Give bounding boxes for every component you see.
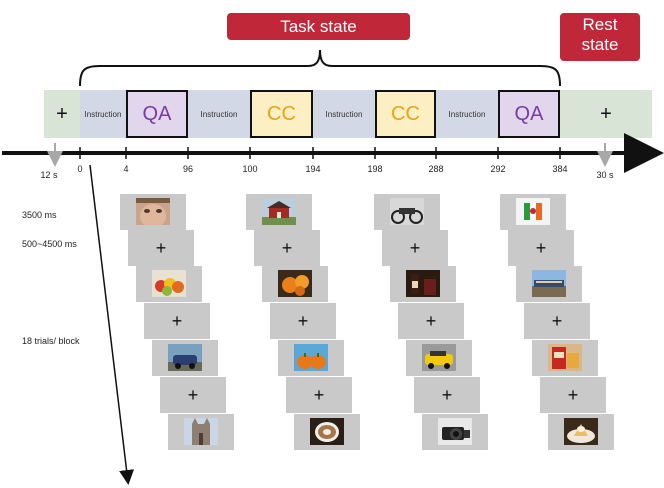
- fixation-card: +: [254, 230, 320, 266]
- stimulus-card: [120, 194, 186, 230]
- fixation-card: +: [128, 230, 194, 266]
- fixation-card: +: [524, 303, 590, 339]
- block-label: +: [56, 102, 68, 125]
- block-fix-0: +: [44, 90, 80, 138]
- rest-label-line1: Rest: [582, 15, 618, 34]
- fixation-card: +: [382, 230, 448, 266]
- fixation-cross: +: [187, 384, 199, 405]
- fixation-cross: +: [551, 310, 563, 331]
- fixation-cross: +: [281, 237, 293, 258]
- tick-label: 198: [367, 164, 383, 174]
- stimulus-card: [516, 266, 582, 302]
- stim-duration-label: 3500 ms: [22, 210, 57, 220]
- tick-label: 96: [182, 164, 193, 174]
- fixation-cross: +: [409, 237, 421, 258]
- block-label: Instruction: [84, 109, 122, 119]
- block-qa-8: QA: [498, 90, 560, 138]
- tick-label: 194: [305, 164, 321, 174]
- fixation-cross: +: [171, 310, 183, 331]
- block-label: Instruction: [200, 109, 238, 119]
- isi-label: 500~4500 ms: [22, 239, 77, 249]
- stimulus-card: [168, 414, 234, 450]
- snack-photo: [548, 344, 582, 371]
- stimulus-card: [136, 266, 202, 302]
- tick-label: 0: [77, 164, 83, 174]
- block-label: QA: [142, 102, 172, 125]
- wine-photo: [406, 270, 440, 297]
- stimulus-card: [278, 340, 344, 376]
- block-instr-3: Instruction: [188, 90, 250, 138]
- latte-photo: [310, 418, 344, 445]
- rest-label-line2: state: [581, 34, 619, 54]
- block-label: Instruction: [448, 109, 486, 119]
- fruit-photo: [152, 270, 186, 297]
- block-instr-5: Instruction: [313, 90, 375, 138]
- block-label: CC: [391, 102, 420, 125]
- fixation-card: +: [160, 377, 226, 413]
- stimulus-card: [500, 194, 566, 230]
- train-photo: [532, 270, 566, 297]
- stimulus-card: [246, 194, 312, 230]
- fixation-card: +: [398, 303, 464, 339]
- stimulus-card: [422, 414, 488, 450]
- tick-label: 12 s: [40, 170, 58, 180]
- car-photo: [168, 344, 202, 371]
- stimulus-card: [406, 340, 472, 376]
- tick-label: 288: [428, 164, 444, 174]
- stimulus-card: [374, 194, 440, 230]
- fixation-card: +: [270, 303, 336, 339]
- fixation-cross: +: [313, 384, 325, 405]
- tick-label: 30 s: [596, 170, 614, 180]
- block-cc-4: CC: [250, 90, 313, 138]
- block-qa-2: QA: [126, 90, 188, 138]
- fixation-cross: +: [297, 310, 309, 331]
- tick-label: 4: [123, 164, 129, 174]
- fixation-cross: +: [441, 384, 453, 405]
- fixation-cross: +: [535, 237, 547, 258]
- rest-state-label: Rest state: [560, 13, 640, 61]
- fixation-card: +: [286, 377, 352, 413]
- block-label: Instruction: [325, 109, 363, 119]
- tick-label: 100: [242, 164, 258, 174]
- taxi-photo: [422, 344, 456, 371]
- flag-photo: [516, 198, 550, 225]
- block-label: CC: [267, 102, 296, 125]
- block-fix-9: +: [560, 90, 652, 138]
- task-state-label: Task state: [227, 13, 410, 40]
- fixation-card: +: [540, 377, 606, 413]
- fixation-cross: +: [567, 384, 579, 405]
- block-cc-6: CC: [375, 90, 436, 138]
- block-instr-7: Instruction: [436, 90, 498, 138]
- block-label: +: [600, 102, 612, 125]
- block-instr-1: Instruction: [80, 90, 126, 138]
- pumpkins-photo: [294, 344, 328, 371]
- fixation-card: +: [414, 377, 480, 413]
- camera-photo: [438, 418, 472, 445]
- fixation-card: +: [508, 230, 574, 266]
- oranges-photo: [278, 270, 312, 297]
- block-label: QA: [514, 102, 544, 125]
- stimulus-card: [532, 340, 598, 376]
- dessert-photo: [564, 418, 598, 445]
- face-photo: [136, 198, 170, 225]
- trials-label: 18 trials/ block: [22, 336, 80, 346]
- stimulus-card: [294, 414, 360, 450]
- cathedral-photo: [184, 418, 218, 445]
- stimulus-card: [152, 340, 218, 376]
- stimulus-card: [262, 266, 328, 302]
- stimulus-card: [548, 414, 614, 450]
- house-photo: [262, 198, 296, 225]
- tick-label: 384: [552, 164, 568, 174]
- fixation-card: +: [144, 303, 210, 339]
- motorcycle-photo: [390, 198, 424, 225]
- fixation-cross: +: [425, 310, 437, 331]
- tick-label: 292: [490, 164, 506, 174]
- stimulus-card: [390, 266, 456, 302]
- fixation-cross: +: [155, 237, 167, 258]
